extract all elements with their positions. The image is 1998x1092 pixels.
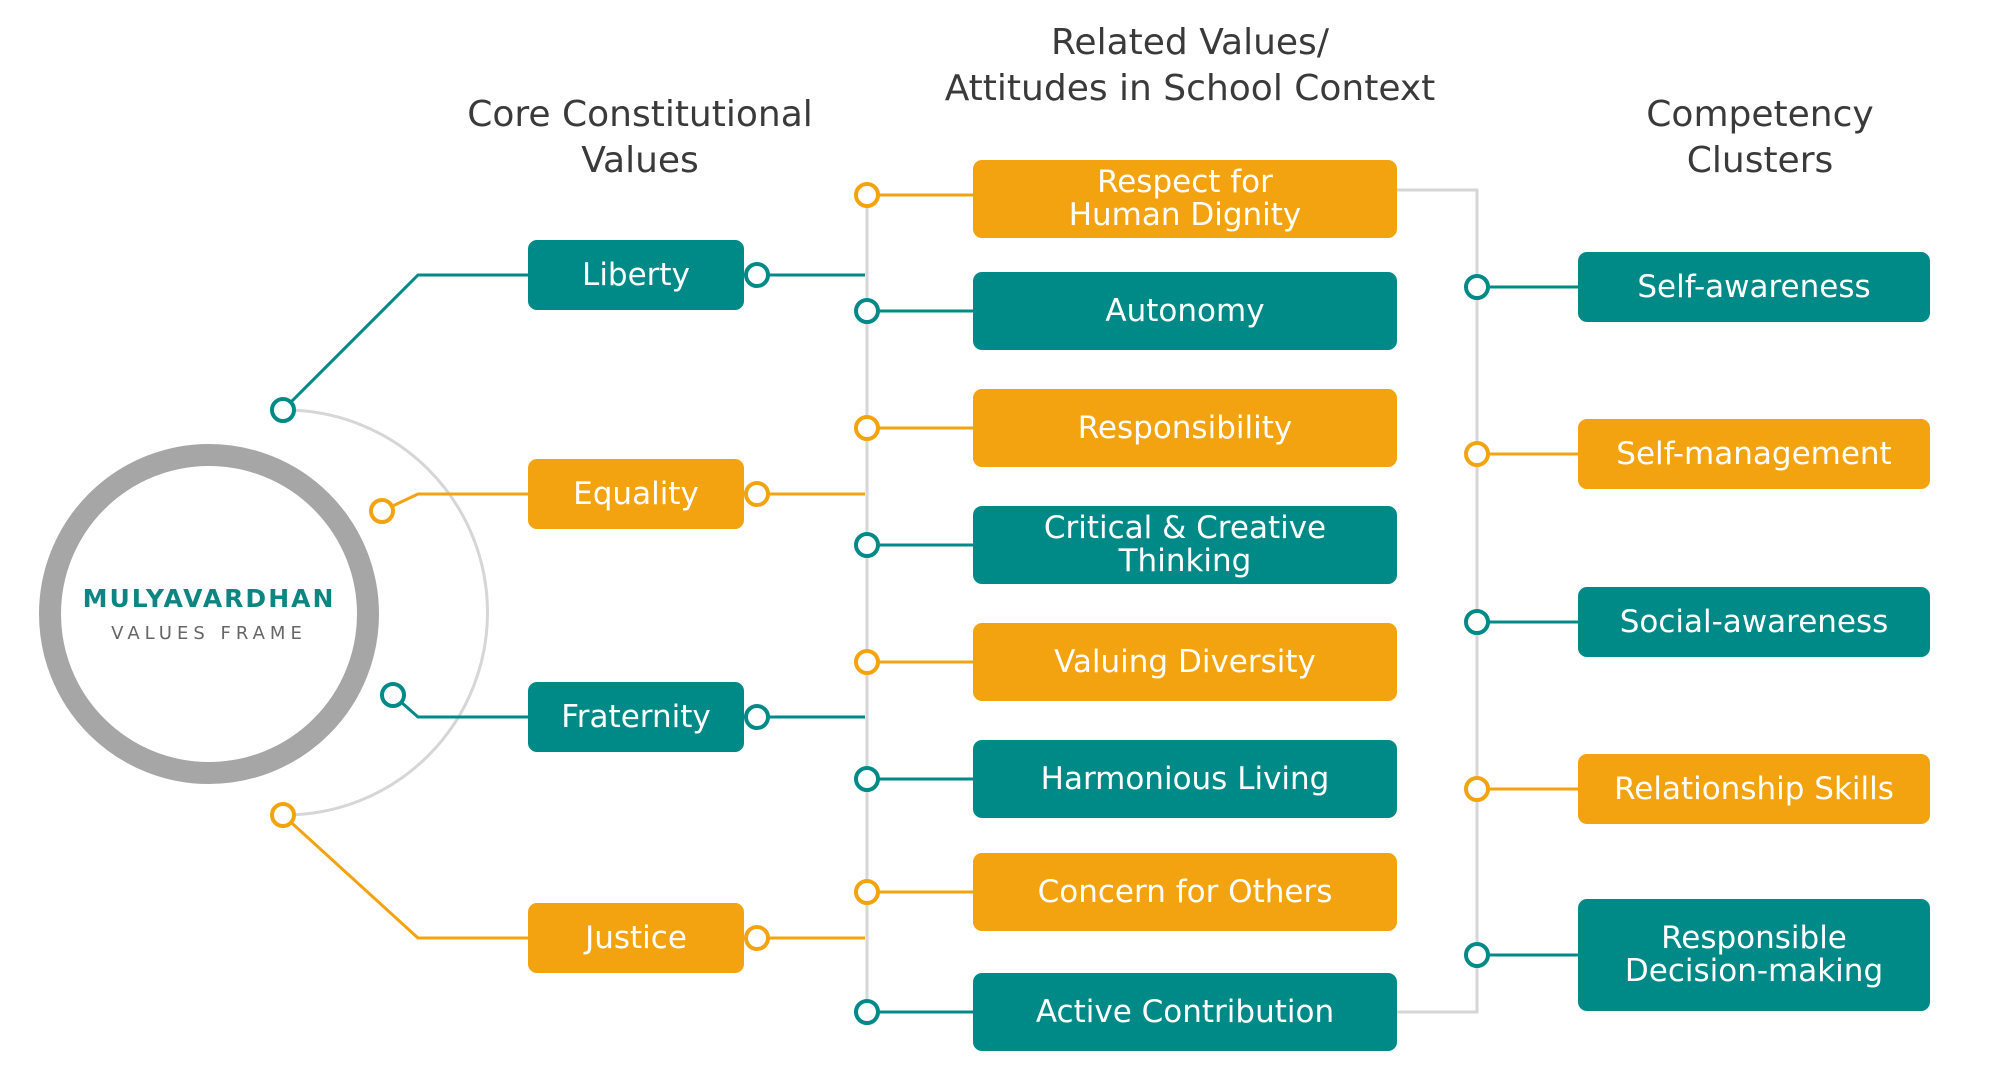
competency-social-awareness: Social-awareness <box>1578 587 1930 657</box>
core-value-justice: Justice <box>528 903 744 973</box>
related-dot-4 <box>854 649 880 675</box>
competency-dot-0 <box>1464 274 1490 300</box>
related-value-valuing-diversity: Valuing Diversity <box>973 623 1397 701</box>
hub-link-3 <box>281 813 528 940</box>
core-dot-0 <box>744 262 770 288</box>
related-dot-1 <box>854 298 880 324</box>
hub-link-0 <box>281 273 528 412</box>
related-value-harmonious-living: Harmonious Living <box>973 740 1397 818</box>
core-value-equality: Equality <box>528 459 744 529</box>
heading-core-values: Core Constitutional Values <box>467 94 813 181</box>
related-dot-2 <box>854 415 880 441</box>
brand-title: MULYAVARDHAN <box>82 584 336 613</box>
competency-spine <box>1397 188 1479 1014</box>
hub-arc <box>284 408 489 817</box>
related-dot-3 <box>854 532 880 558</box>
heading-competency-clusters: Competency Clusters <box>1646 94 1874 181</box>
competency-relationship-skills: Relationship Skills <box>1578 754 1930 824</box>
related-dot-5 <box>854 766 880 792</box>
brand-subtitle: VALUES FRAME <box>111 623 307 644</box>
related-value-autonomy: Autonomy <box>973 272 1397 350</box>
related-dot-6 <box>854 879 880 905</box>
hub-link-1 <box>381 492 528 513</box>
competency-dot-3 <box>1464 776 1490 802</box>
core-value-fraternity: Fraternity <box>528 682 744 752</box>
competency-dot-1 <box>1464 441 1490 467</box>
related-value-critical-creative-thinking: Critical & Creative Thinking <box>973 506 1397 584</box>
competency-responsible-decision-making: Responsible Decision-making <box>1578 899 1930 1011</box>
related-dot-0 <box>854 182 880 208</box>
competency-self-management: Self-management <box>1578 419 1930 489</box>
hub-dot-2 <box>380 682 406 708</box>
core-value-liberty: Liberty <box>528 240 744 310</box>
related-value-responsibility: Responsibility <box>973 389 1397 467</box>
heading-related-values: Related Values/ Attitudes in School Cont… <box>944 22 1436 109</box>
core-dot-3 <box>744 925 770 951</box>
related-value-concern-for-others: Concern for Others <box>973 853 1397 931</box>
hub-dot-1 <box>369 498 395 524</box>
core-dot-1 <box>744 481 770 507</box>
competency-dot-2 <box>1464 609 1490 635</box>
related-value-respect-for-human-dignity: Respect for Human Dignity <box>973 160 1397 238</box>
competency-dot-4 <box>1464 942 1490 968</box>
related-dot-7 <box>854 999 880 1025</box>
values-frame-circle: MULYAVARDHAN VALUES FRAME <box>39 444 379 784</box>
hub-dot-3 <box>270 802 296 828</box>
related-value-active-contribution: Active Contribution <box>973 973 1397 1051</box>
competency-self-awareness: Self-awareness <box>1578 252 1930 322</box>
core-dot-2 <box>744 704 770 730</box>
hub-dot-0 <box>270 397 296 423</box>
